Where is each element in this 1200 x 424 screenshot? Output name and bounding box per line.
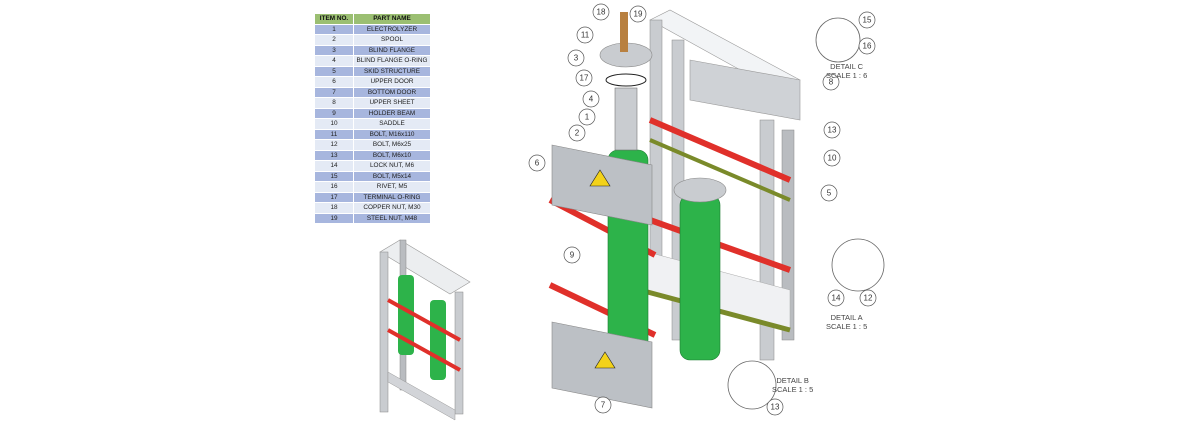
balloon: 7 [594,396,612,414]
part-name: BOLT, M16x110 [353,128,431,140]
balloon: 15 [858,11,876,29]
balloon-number: 8 [829,78,834,87]
balloon-circle [567,49,585,67]
balloon-number: 10 [828,154,837,163]
part-name: RIVET, M5 [353,181,431,193]
balloon: 14 [827,289,845,307]
balloon-circle [827,289,845,307]
balloon: 5 [820,184,838,202]
detail-c-label: DETAIL C SCALE 1 : 6 [826,62,867,80]
detail-b-title: DETAIL B [776,376,809,385]
balloon-circle [575,69,593,87]
doors [551,144,653,409]
balloon: 12 [859,289,877,307]
detail-a-title: DETAIL A [830,313,863,322]
detail-c-scale: SCALE 1 : 6 [826,71,868,80]
balloon: 9 [563,246,581,264]
detail-a-scale: SCALE 1 : 5 [826,322,868,331]
balloon-circle [823,149,841,167]
balloon-circle [858,37,876,55]
balloon: 10 [823,149,841,167]
balloon-number: 4 [589,95,594,104]
balloon-circle [576,26,594,44]
balloon: 4 [582,90,600,108]
balloon-number: 13 [771,403,780,412]
part-name: STEEL NUT, M48 [353,212,431,224]
balloon-circle [823,121,841,139]
balloon-number: 13 [828,126,837,135]
balloon-circle [563,246,581,264]
balloon: 3 [567,49,585,67]
part-name: COPPER NUT, M30 [353,202,431,214]
balloon-number: 18 [597,8,606,17]
balloon-number: 7 [601,401,606,410]
balloon-number: 6 [535,159,540,168]
balloon-number: 2 [575,129,580,138]
balloon-circle [858,11,876,29]
part-name: TERMINAL O-RING [353,191,431,203]
balloon: 1 [578,108,596,126]
balloon: 8 [822,73,840,91]
balloon-circle [859,289,877,307]
balloon-number: 12 [864,294,873,303]
skid-structure [639,9,801,361]
part-name: SADDLE [353,118,431,130]
balloon: 11 [576,26,594,44]
detail-a-label: DETAIL A SCALE 1 : 5 [826,313,867,331]
balloon-number: 11 [581,31,590,40]
balloon-circle [578,108,596,126]
part-name: BOLT, M6x25 [353,139,431,151]
balloon-circle [820,184,838,202]
balloon: 13 [823,121,841,139]
balloon-number: 3 [574,54,579,63]
balloon-number: 9 [570,251,575,260]
balloon: 17 [575,69,593,87]
balloon-number: 14 [832,294,841,303]
balloon-number: 1 [585,113,590,122]
thumbnail-view [379,239,471,421]
balloon-number: 5 [827,189,832,198]
balloon: 2 [568,124,586,142]
detail-c-title: DETAIL C [830,62,864,71]
detail-b-scale: SCALE 1 : 5 [772,385,814,394]
balloon: 16 [858,37,876,55]
balloon: 13 [766,398,784,416]
balloon-circle [822,73,840,91]
balloon-number: 17 [580,74,589,83]
balloon-circle [594,396,612,414]
part-name: LOCK NUT, M6 [353,160,431,172]
balloon-circle [582,90,600,108]
balloon-circle [766,398,784,416]
balloon-circle [528,154,546,172]
detail-b-label: DETAIL B SCALE 1 : 5 [772,376,813,394]
balloon-number: 15 [863,16,872,25]
balloon-circle [592,3,610,21]
part-name: BOLT, M6x10 [353,149,431,161]
balloon-circle [629,5,647,23]
balloon: 19 [629,5,647,23]
balloon-circle [568,124,586,142]
balloon-number: 19 [634,10,643,19]
part-name: BOLT, M5x14 [353,170,431,182]
detail-circles [727,17,885,410]
balloon: 18 [592,3,610,21]
balloon: 6 [528,154,546,172]
balloon-number: 16 [863,42,872,51]
